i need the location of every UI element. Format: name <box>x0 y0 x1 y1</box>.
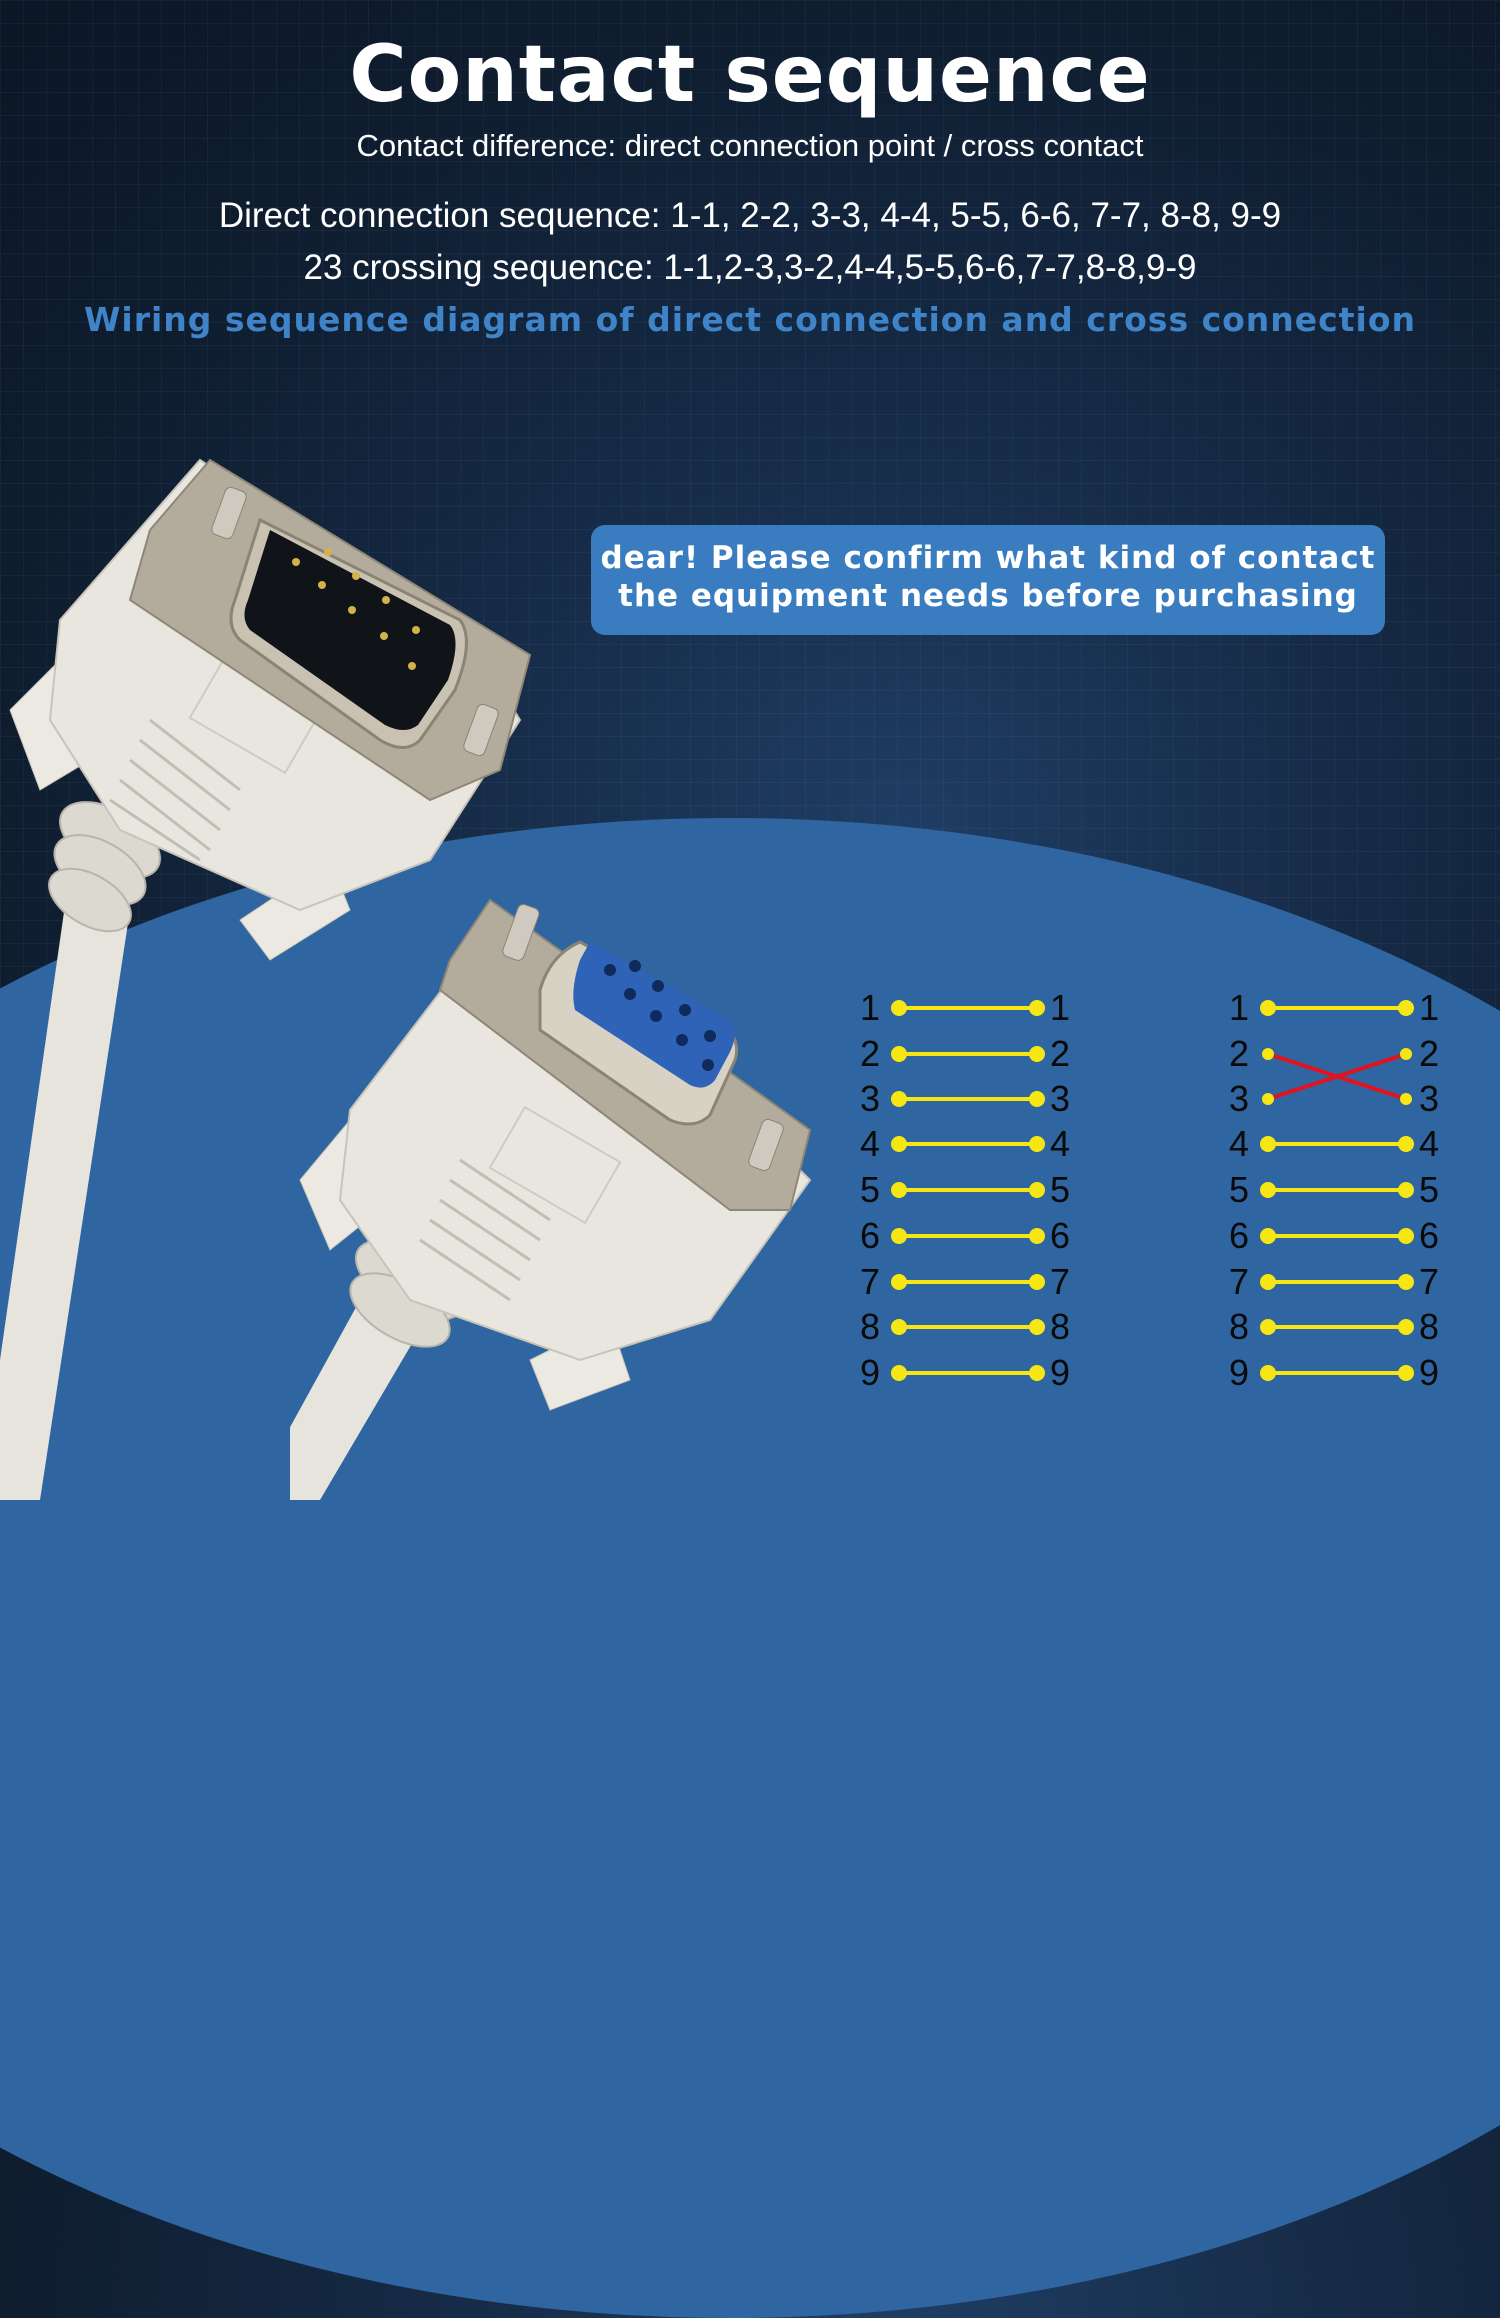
cross-right-pin-9: 9 <box>1418 1352 1440 1393</box>
direct-left-pin-5: 5 <box>859 1169 881 1210</box>
direct-left-pin-6: 6 <box>859 1215 881 1256</box>
cross-right-pin-2: 2 <box>1418 1033 1440 1074</box>
cross-wiring-diagram: 1 2 3 4 5 6 7 8 9 1 2 3 4 5 6 7 8 9 <box>1224 988 1454 1398</box>
page-title: Contact sequence <box>349 30 1151 120</box>
wiring-caption: Wiring sequence diagram of direct connec… <box>84 300 1416 339</box>
cross-left-pin-3: 3 <box>1228 1078 1250 1119</box>
direct-right-pin-3: 3 <box>1049 1078 1071 1119</box>
db9-male-connector-image <box>0 458 532 1500</box>
cross-left-pin-9: 9 <box>1228 1352 1250 1393</box>
cross-left-pin-2: 2 <box>1228 1033 1250 1074</box>
notice-line-2: the equipment needs before purchasing <box>618 578 1358 614</box>
cross-right-pin-1: 1 <box>1418 987 1440 1028</box>
cross-left-pin-8: 8 <box>1228 1306 1250 1347</box>
cross-right-pin-4: 4 <box>1418 1123 1440 1164</box>
direct-left-pin-8: 8 <box>859 1306 881 1347</box>
cross-left-pin-1: 1 <box>1228 987 1250 1028</box>
cross-left-pin-5: 5 <box>1228 1169 1250 1210</box>
direct-wiring-diagram: 1 2 3 4 5 6 7 8 9 1 2 3 4 5 6 7 8 9 <box>855 988 1085 1398</box>
direct-right-pin-1: 1 <box>1049 987 1071 1028</box>
cross-left-pin-6: 6 <box>1228 1215 1250 1256</box>
direct-right-pin-2: 2 <box>1049 1033 1071 1074</box>
direct-wires <box>891 1000 1045 1381</box>
direct-left-pin-4: 4 <box>859 1123 881 1164</box>
cross-right-pin-5: 5 <box>1418 1169 1440 1210</box>
direct-sequence-text: Direct connection sequence: 1-1, 2-2, 3-… <box>218 196 1282 235</box>
cross-left-pin-7: 7 <box>1228 1261 1250 1302</box>
direct-left-pin-7: 7 <box>859 1261 881 1302</box>
db9-female-connector-image <box>290 898 812 1500</box>
cross-right-pin-8: 8 <box>1418 1306 1440 1347</box>
subtitle: Contact difference: direct connection po… <box>356 128 1144 163</box>
direct-right-pin-9: 9 <box>1049 1352 1071 1393</box>
cross-sequence-text: 23 crossing sequence: 1-1,2-3,3-2,4-4,5-… <box>303 248 1197 287</box>
direct-right-pin-6: 6 <box>1049 1215 1071 1256</box>
cross-wires <box>1260 1000 1414 1381</box>
direct-left-pin-1: 1 <box>859 987 881 1028</box>
notice-line-1: dear! Please confirm what kind of contac… <box>600 540 1376 576</box>
cross-right-pin-7: 7 <box>1418 1261 1440 1302</box>
direct-left-pin-9: 9 <box>859 1352 881 1393</box>
direct-left-pin-3: 3 <box>859 1078 881 1119</box>
purchase-notice-banner: dear! Please confirm what kind of contac… <box>591 525 1385 635</box>
direct-right-pin-5: 5 <box>1049 1169 1071 1210</box>
direct-left-pin-2: 2 <box>859 1033 881 1074</box>
direct-right-pin-8: 8 <box>1049 1306 1071 1347</box>
direct-right-pin-4: 4 <box>1049 1123 1071 1164</box>
cross-right-pin-3: 3 <box>1418 1078 1440 1119</box>
cross-left-pin-4: 4 <box>1228 1123 1250 1164</box>
direct-right-pin-7: 7 <box>1049 1261 1071 1302</box>
cross-right-pin-6: 6 <box>1418 1215 1440 1256</box>
